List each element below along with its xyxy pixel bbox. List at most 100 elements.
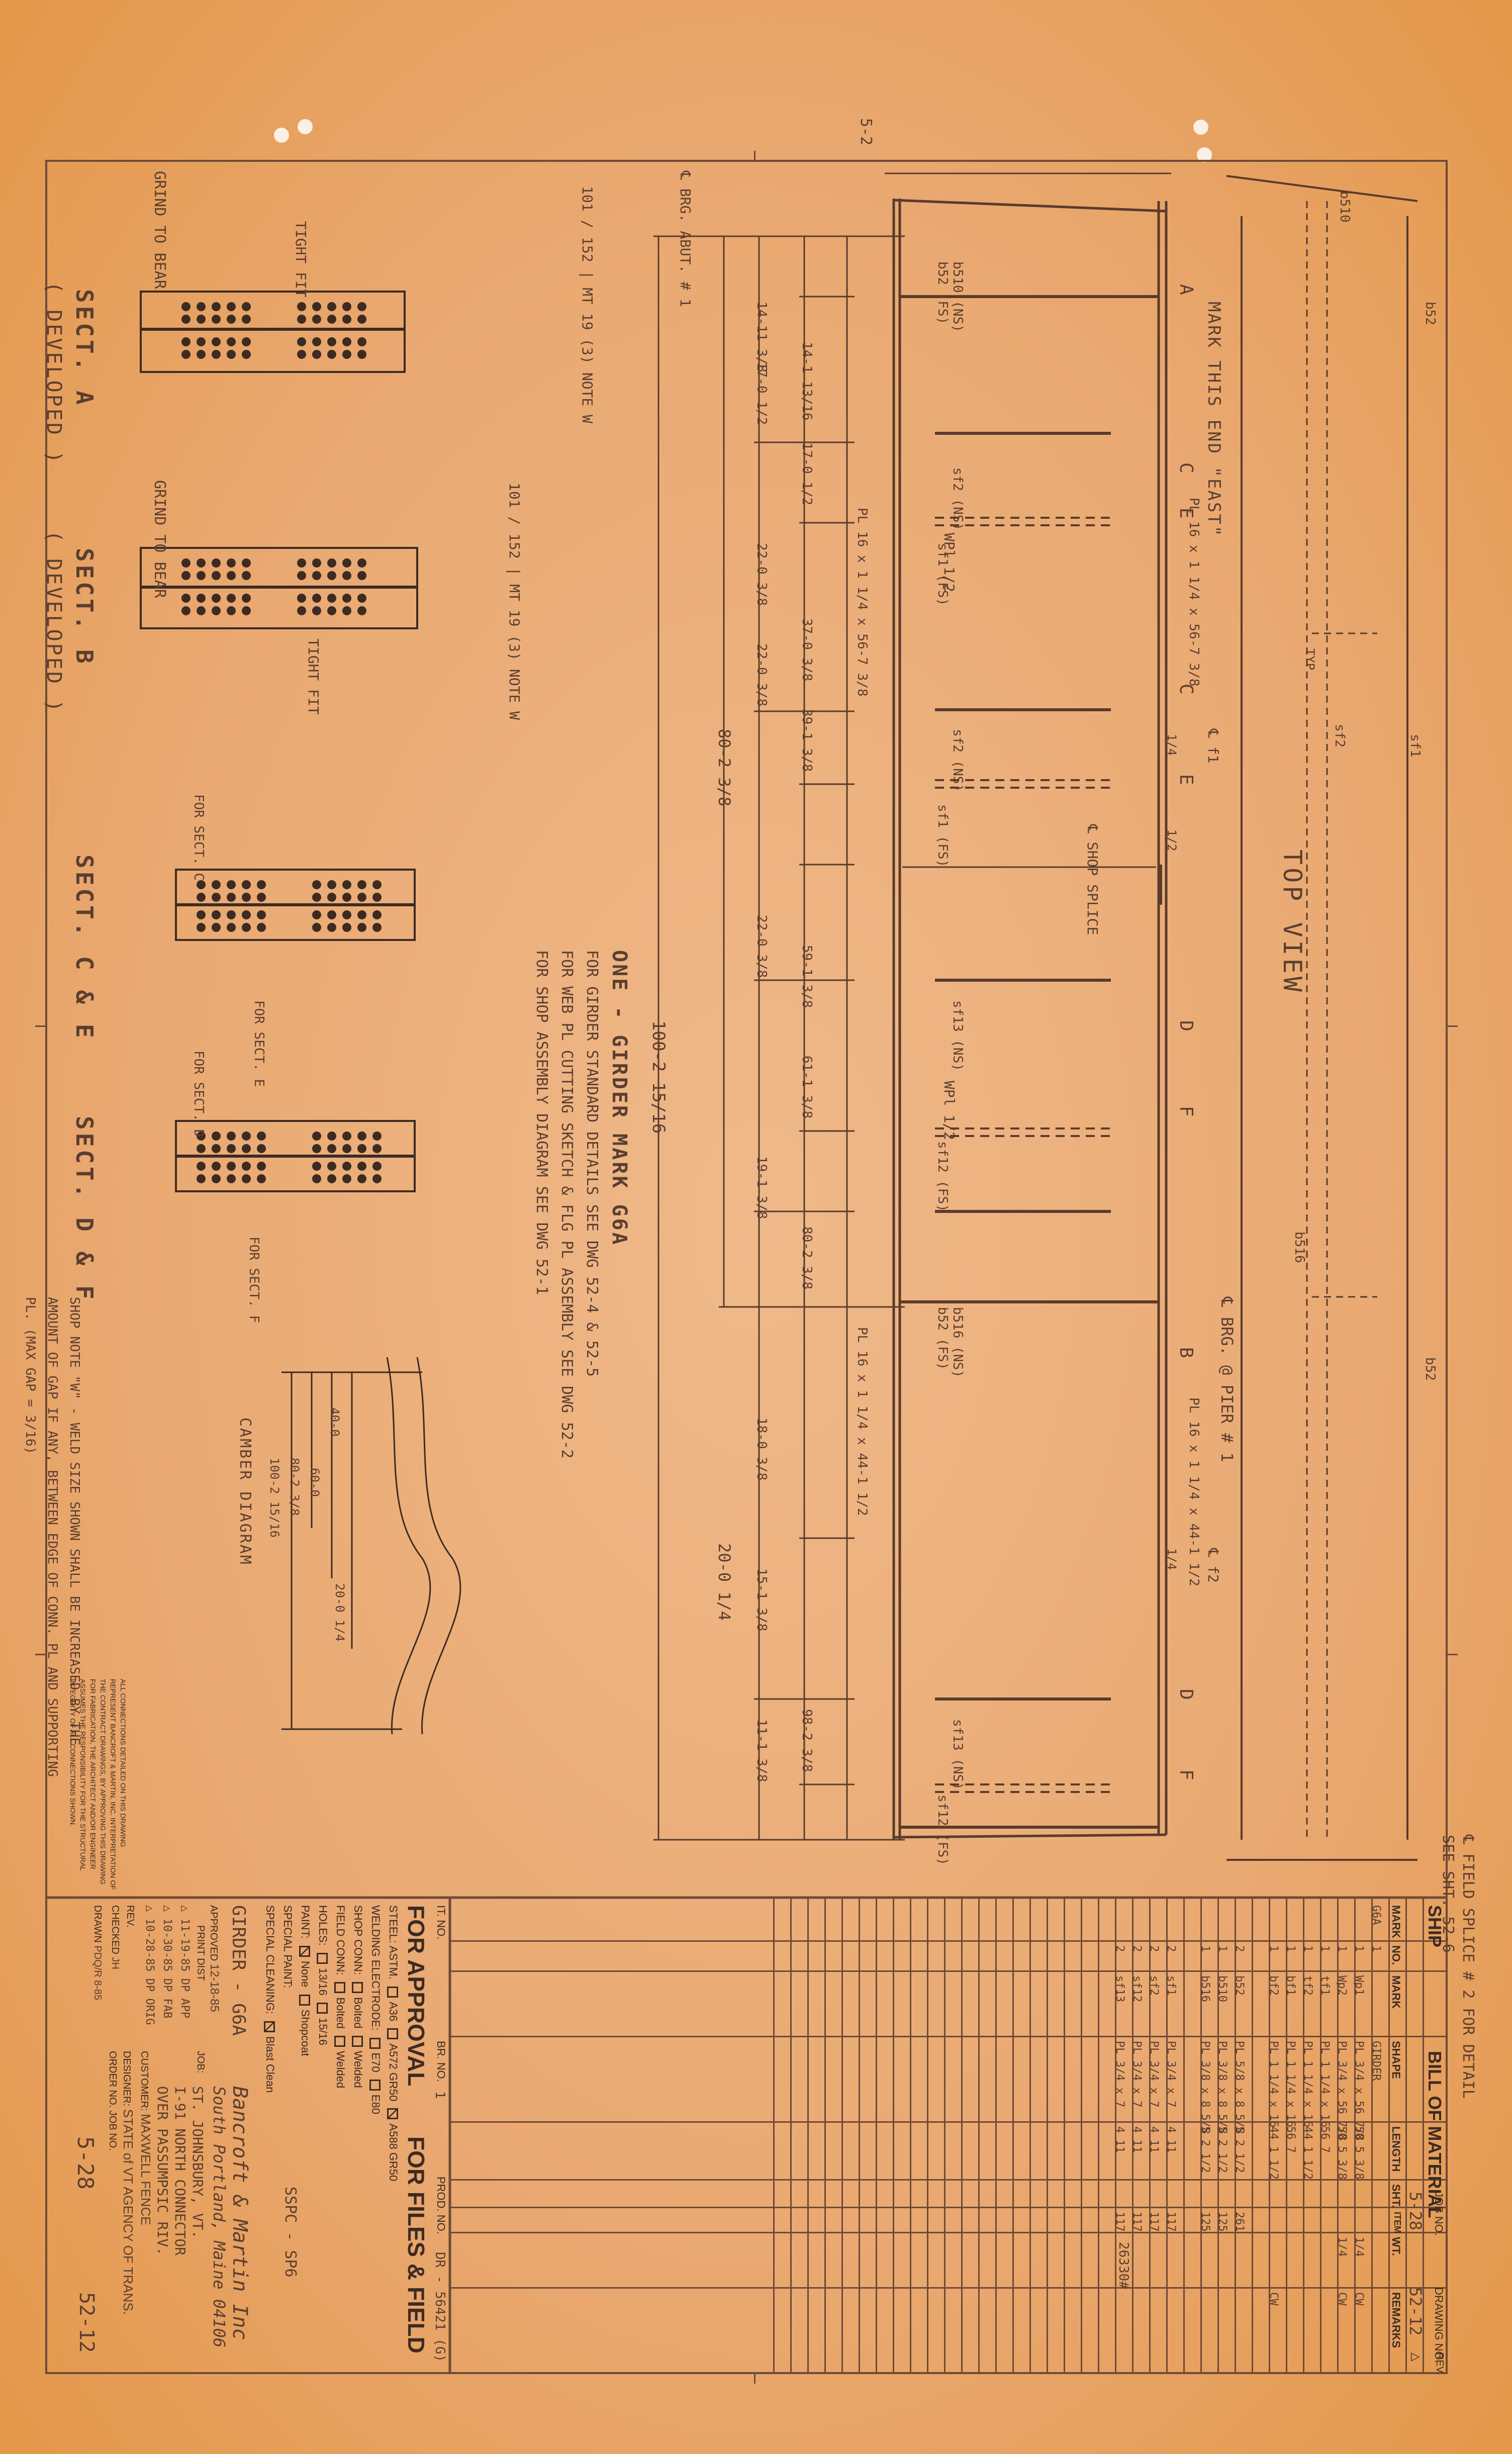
bom-grid-column [450, 2179, 1448, 2181]
bom-grid-line [995, 1898, 997, 2374]
prod-no-label: PROD. NO. [435, 2177, 447, 2234]
sect-mark-f2: F [1176, 1769, 1196, 1780]
bom-cell-length: 4 11 [1130, 2126, 1143, 2153]
dim-b-4: 22-0 3/8 [754, 915, 769, 978]
bom-cell-mark: bf2 [1267, 1975, 1280, 1996]
customer-label: CUSTOMER: MAXWELL FENCE [138, 2051, 153, 2225]
bom-cell-length: 4 11 [1148, 2126, 1160, 2153]
bom-cell-no: 2 [1233, 1945, 1246, 1952]
bom-grid-line [978, 1898, 980, 2374]
dim-b-6: 15-1 3/8 [754, 1568, 769, 1632]
paint-shopcoat-checkbox[interactable] [299, 1994, 310, 2006]
sheet-drawing-no-label: DRAWING NO. [1433, 2287, 1445, 2363]
steel-a36-checkbox[interactable] [387, 1987, 398, 1998]
holes-1516-checkbox[interactable] [316, 2003, 328, 2014]
bom-col-item: ITEM [1392, 2212, 1402, 2233]
shop-splice: ℄ SHOP SPLICE [1084, 824, 1101, 935]
bom-grid-line [1132, 1898, 1133, 2374]
bom-grid-line [824, 1898, 826, 2374]
bom-grid-line [1064, 1898, 1065, 2374]
stiff-label: sf2 (NS) [950, 729, 965, 792]
bom-cell-no: 2 [1148, 1945, 1160, 1952]
dim-20: 20-0 1/4 [715, 1543, 734, 1621]
bom-cell-shape: PL 1 1/4 x 16 [1267, 2041, 1280, 2128]
cl-f2: ℄ f2 [1205, 1548, 1221, 1583]
bom-cell-length: 56 7 [1318, 2126, 1331, 2153]
bom-cell-item: 117 [1130, 2212, 1143, 2232]
frame-tick [35, 1025, 45, 1027]
bom-cell-mark: Wp2 [1336, 1975, 1348, 1996]
field-welded-checkbox[interactable] [334, 2036, 345, 2047]
stiff-label: sf1 (FS) [935, 543, 950, 606]
steel-a572-checkbox[interactable] [387, 2028, 398, 2040]
company-line-2: South Portland, Maine 04106 [210, 2086, 229, 2348]
brg-abut: ℄ BRG. ABUT. # 1 [677, 171, 694, 307]
bom-grid-line [1405, 1898, 1407, 2374]
sect-mark-c: C [1176, 462, 1196, 474]
stiff-label: b52 (FS) [935, 261, 950, 325]
shop-bolted-checkbox[interactable] [351, 1982, 363, 1994]
welding-e80-checkbox[interactable] [369, 2079, 381, 2091]
bom-cell-shape: GIRDER [1370, 2041, 1382, 2081]
it-no-label: IT. NO. [435, 1905, 447, 1940]
label-weld-note-1: 101 / 152 | MT 19 (3) NOTE W [579, 186, 596, 424]
frame-tick [1448, 1654, 1458, 1655]
bom-cell-no: 1 [1336, 1945, 1348, 1952]
mark-east: MARK THIS END "EAST" [1204, 302, 1224, 538]
bom-cell-mark: b52 [1233, 1975, 1246, 1996]
bom-cell-no: 2 [1165, 1945, 1177, 1952]
dim-b-7: 18-0 3/8 [754, 1418, 769, 1481]
bom-cell-mark: b510 [1216, 1975, 1228, 2002]
bom-cell-mark: sf1 [1165, 1975, 1177, 1996]
holes-1316-checkbox[interactable] [316, 1952, 328, 1964]
dim-t-2: 37-0 3/8 [799, 618, 814, 682]
bom-cell-shape: PL 3/4 x 7 [1130, 2041, 1143, 2108]
rev-label: REV. [125, 1905, 136, 1928]
bom-cell-shape: PL 3/4 x 56 7/8 [1353, 2041, 1365, 2141]
special-cleaning-label: SPECIAL CLEANING: Blast Clean [263, 1905, 276, 2093]
rev-row-1: △ 11-19-85 DP APP [178, 1905, 191, 2019]
sheet-drawing-no: 52-12 [1406, 2287, 1425, 2336]
bom-cell-length: 44 1 1/2 [1267, 2126, 1280, 2180]
tv-label: b510 [1337, 191, 1352, 223]
stiff-label: sf12 (FS) [935, 1141, 950, 1212]
bom-cell-shape: PL 3/8 x 8 5/8 [1216, 2041, 1228, 2134]
bom-grid-line [1252, 1898, 1253, 2374]
bom-grid-line [1423, 1898, 1424, 2374]
steel-a588-checkbox[interactable] [387, 2108, 398, 2120]
stiff-label: b510 (NS) [950, 261, 965, 332]
stiff-label: sf13 (NS) [950, 1000, 965, 1071]
bom-grid-line [1098, 1898, 1099, 2374]
bom-grid-line [773, 1898, 775, 2374]
bom-grid-line [1149, 1898, 1151, 2374]
bom-cell-no: 1 [1216, 1945, 1228, 1952]
dim-top: 5-2 [857, 118, 875, 146]
title-job-no: 5-28 [72, 2136, 98, 2190]
camber-dim-60: 60-0 [308, 1468, 322, 1497]
label-grind-to-bear-b: GRIND TO BEAR [151, 480, 168, 598]
fraction-label: 1/2 [1165, 829, 1179, 852]
bom-cell-shape: PL 1 1/4 x 16 [1301, 2041, 1314, 2128]
bom-cell-mark: tf1 [1318, 1975, 1331, 1996]
stiff-label: sf2 (NS) [950, 467, 965, 531]
bom-grid-line [1354, 1898, 1356, 2374]
bom-grid-line [893, 1898, 894, 2374]
welding-e70-checkbox[interactable] [369, 2037, 381, 2049]
shop-welded-checkbox[interactable] [351, 2035, 363, 2047]
steel-label: STEEL: ASTM. A36 A572 GR50 A588 GR50 [387, 1905, 400, 2182]
blast-clean-checkbox[interactable] [263, 2021, 275, 2032]
field-bolted-checkbox[interactable] [334, 1982, 345, 1994]
bom-grid-line [1183, 1898, 1185, 2374]
punch-hole [1193, 120, 1208, 135]
job-line-2: I-91 NORTH CONNECTOR [172, 2086, 188, 2256]
cl-f1: ℄ f1 [1205, 729, 1221, 764]
plate-top-1: PL 16 x 1 1/4 x 56-7 3/8 [855, 508, 870, 697]
paint-none-checkbox[interactable] [299, 1945, 310, 1957]
note-line-1: FOR GIRDER STANDARD DETAILS SEE DWG 52-4… [583, 950, 601, 1377]
checked-label: CHECKED JH [110, 1905, 121, 1969]
bom-grid-line [944, 1898, 946, 2374]
bom-grid-line [841, 1898, 843, 2374]
bom-cell-mark: sf12 [1130, 1975, 1143, 2002]
frame-tick [754, 151, 755, 161]
bom-grid-line [1012, 1898, 1014, 2374]
